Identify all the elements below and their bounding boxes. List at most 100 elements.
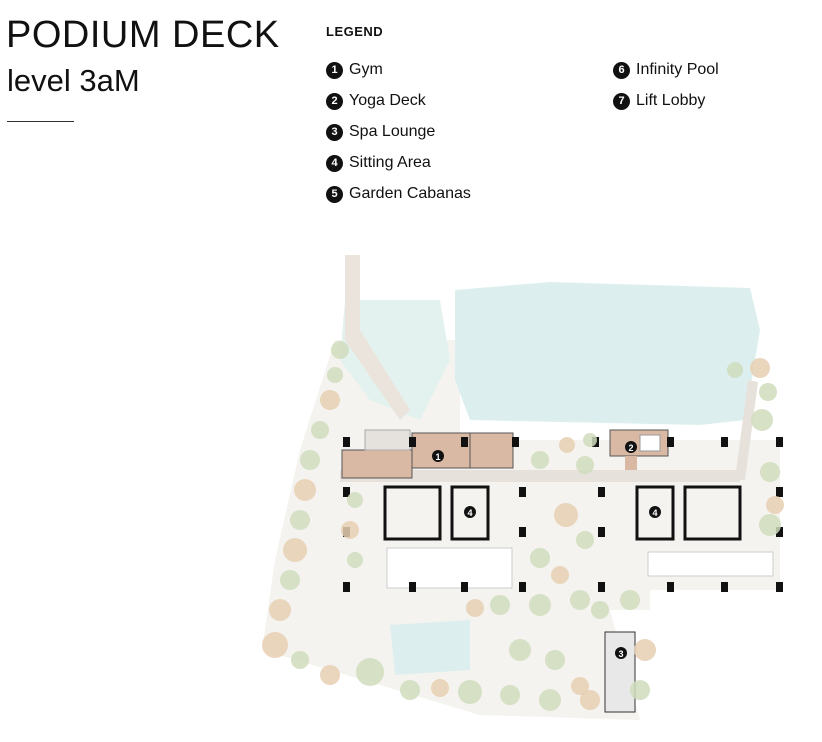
- tree-icon: [431, 679, 449, 697]
- tree-icon: [320, 665, 340, 685]
- tree-icon: [571, 677, 589, 695]
- svg-text:4: 4: [467, 508, 472, 518]
- tree-icon: [559, 437, 575, 453]
- tree-icon: [634, 639, 656, 661]
- title-divider: [7, 121, 74, 122]
- tree-icon: [347, 552, 363, 568]
- column: [776, 582, 783, 592]
- column: [776, 487, 783, 497]
- tree-icon: [531, 451, 549, 469]
- legend-item-yoga-deck: 2 Yoga Deck: [326, 92, 426, 110]
- garden-pool: [390, 620, 470, 675]
- marker-icon: 1: [326, 61, 343, 79]
- plan-markers: 1 2 3 4 4: [432, 441, 661, 659]
- column: [667, 437, 674, 447]
- svg-text:3: 3: [618, 649, 623, 659]
- tree-icon: [269, 599, 291, 621]
- column: [598, 527, 605, 537]
- tree-icon: [630, 680, 650, 700]
- column: [512, 437, 519, 447]
- column: [343, 487, 350, 497]
- column: [409, 437, 416, 447]
- legend-label: Garden Cabanas: [349, 185, 471, 202]
- tree-icon: [750, 358, 770, 378]
- column: [461, 437, 468, 447]
- column: [343, 582, 350, 592]
- tree-icon: [280, 570, 300, 590]
- legend-title: LEGEND: [326, 24, 384, 39]
- svg-text:2: 2: [628, 443, 633, 453]
- page-title: PODIUM DECK: [6, 14, 280, 56]
- cores: [383, 485, 742, 541]
- tree-icon: [576, 531, 594, 549]
- tree-icon: [727, 362, 743, 378]
- legend-item-spa-lounge: 3 Spa Lounge: [326, 123, 435, 141]
- column: [721, 582, 728, 592]
- column: [343, 437, 350, 447]
- tree-icon: [283, 538, 307, 562]
- column: [721, 437, 728, 447]
- infinity-pool: [455, 282, 760, 425]
- tree-icon: [320, 390, 340, 410]
- tree-icon: [554, 503, 578, 527]
- gym-building: [341, 429, 514, 479]
- marker-yoga-deck: 2: [625, 441, 637, 453]
- landscape-trees: [262, 341, 784, 711]
- tree-icon: [327, 367, 343, 383]
- tree-icon: [347, 492, 363, 508]
- marker-sitting-area-east: 4: [649, 506, 661, 518]
- tree-icon: [620, 590, 640, 610]
- column: [776, 437, 783, 447]
- column: [461, 582, 468, 592]
- tree-icon: [341, 521, 359, 539]
- marker-icon: 6: [613, 61, 630, 79]
- tree-icon: [530, 548, 550, 568]
- column: [776, 527, 783, 537]
- column: [409, 582, 416, 592]
- tree-icon: [551, 566, 569, 584]
- marker-icon: 2: [326, 92, 343, 110]
- tree-icon: [539, 689, 561, 711]
- column: [667, 582, 674, 592]
- tree-icon: [311, 421, 329, 439]
- yoga-deck: [609, 429, 669, 470]
- marker-icon: 7: [613, 92, 630, 110]
- tree-icon: [262, 632, 288, 658]
- legend-item-sitting-area: 4 Sitting Area: [326, 154, 431, 172]
- marker-sitting-area-west: 4: [464, 506, 476, 518]
- tree-icon: [545, 650, 565, 670]
- svg-text:1: 1: [435, 452, 440, 462]
- tree-icon: [760, 462, 780, 482]
- tree-icon: [751, 409, 773, 431]
- marker-icon: 4: [326, 154, 343, 172]
- legend-label: Sitting Area: [349, 154, 431, 171]
- legend-item-gym: 1 Gym: [326, 61, 383, 79]
- tree-icon: [583, 433, 597, 447]
- page-subtitle: level 3aM: [7, 63, 140, 98]
- legend-label: Spa Lounge: [349, 123, 436, 140]
- tree-icon: [466, 599, 484, 617]
- column: [519, 527, 526, 537]
- tree-icon: [570, 590, 590, 610]
- legend-item-infinity-pool: 6 Infinity Pool: [613, 61, 719, 79]
- tree-icon: [490, 595, 510, 615]
- tree-icon: [300, 450, 320, 470]
- legend-label: Yoga Deck: [349, 92, 426, 109]
- tree-icon: [766, 496, 784, 514]
- tree-icon: [331, 341, 349, 359]
- legend-label: Gym: [349, 61, 383, 78]
- column: [519, 487, 526, 497]
- tree-icon: [294, 479, 316, 501]
- walkway: [340, 380, 758, 482]
- tree-icon: [759, 383, 777, 401]
- tree-icon: [500, 685, 520, 705]
- tree-icon: [759, 514, 781, 536]
- marker-icon: 3: [326, 123, 343, 141]
- tree-icon: [509, 639, 531, 661]
- marker-gym: 1: [432, 450, 444, 462]
- svg-text:4: 4: [652, 508, 657, 518]
- tree-icon: [529, 594, 551, 616]
- legend-label: Infinity Pool: [636, 61, 719, 78]
